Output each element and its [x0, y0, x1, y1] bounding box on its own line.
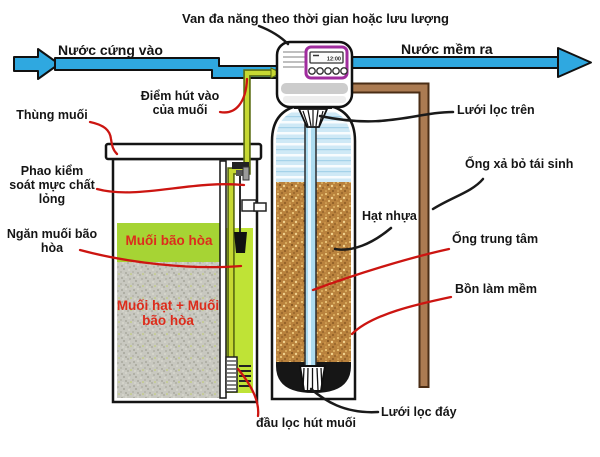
salt-mix-label: Muối hạt + Muối bão hòa: [116, 298, 220, 328]
brine-compartment-label: Ngăn muối bão hòa: [6, 227, 98, 255]
outlet-pipe: [347, 56, 561, 69]
salt-tank-label: Thùng muối: [16, 108, 88, 122]
outlet-label: Nước mềm ra: [401, 41, 493, 57]
top-screen-label: Lưới lọc trên: [457, 103, 535, 117]
salt-tank-lid: [104, 142, 263, 161]
pointer-salt-tank: [88, 120, 119, 156]
pointer-softener-tank: [350, 295, 453, 336]
saturated-salt-label: Muối bão hòa: [125, 233, 213, 248]
pointer-top-screen: [318, 110, 455, 123]
brine-suction-filter: [225, 356, 251, 393]
inlet-label: Nước cứng vào: [58, 42, 163, 58]
pointer-center-tube: [311, 247, 451, 292]
pointer-suction-point: [218, 77, 249, 114]
valve-buttons: [308, 67, 348, 75]
pointer-float: [95, 183, 246, 194]
valve-display-time: 12:00: [327, 57, 341, 63]
regen-drain-label: Ống xả bỏ tái sinh: [465, 157, 574, 171]
outlet-arrow: [557, 47, 592, 78]
pointer-valve-title: [257, 24, 290, 46]
resin-label: Hạt nhựa: [362, 209, 417, 223]
salt-region: [117, 262, 220, 398]
pointer-salt-filter: [236, 367, 260, 418]
bottom-screen-label: Lưới lọc đáy: [381, 405, 457, 419]
float-valve: [232, 162, 250, 253]
pointer-brine-compartment: [78, 248, 243, 269]
control-valve: 12:00: [275, 40, 354, 109]
drain-pipe: [348, 82, 430, 388]
pointer-resin: [333, 226, 393, 251]
salt-filter-label: đầu lọc hút muối: [256, 416, 356, 430]
brine-suction-point-label: Điểm hút vào của muối: [140, 89, 220, 117]
overflow-fitting: [241, 199, 267, 212]
inlet-arrow: [13, 48, 60, 80]
softener-tank-group: [270, 102, 357, 401]
brine-well-divider: [219, 160, 227, 399]
black-pointers: [257, 24, 485, 414]
softener-tank-label: Bồn làm mềm: [455, 282, 537, 296]
saturated-brine-region: [117, 223, 220, 262]
top-screen-funnel: [297, 108, 329, 128]
bottom-screen-basket: [298, 365, 327, 392]
pointer-bottom-screen: [309, 387, 380, 414]
pointer-regen-drain: [431, 177, 485, 211]
float: [234, 232, 247, 253]
float-control-label: Phao kiểm soát mực chất lỏng: [9, 164, 95, 206]
inlet-pipe-group: [13, 48, 280, 80]
valve-title-label: Van đa năng theo thời gian hoặc lưu lượn…: [182, 11, 449, 26]
center-tube-label: Ống trung tâm: [452, 232, 539, 246]
red-pointers: [78, 77, 453, 418]
